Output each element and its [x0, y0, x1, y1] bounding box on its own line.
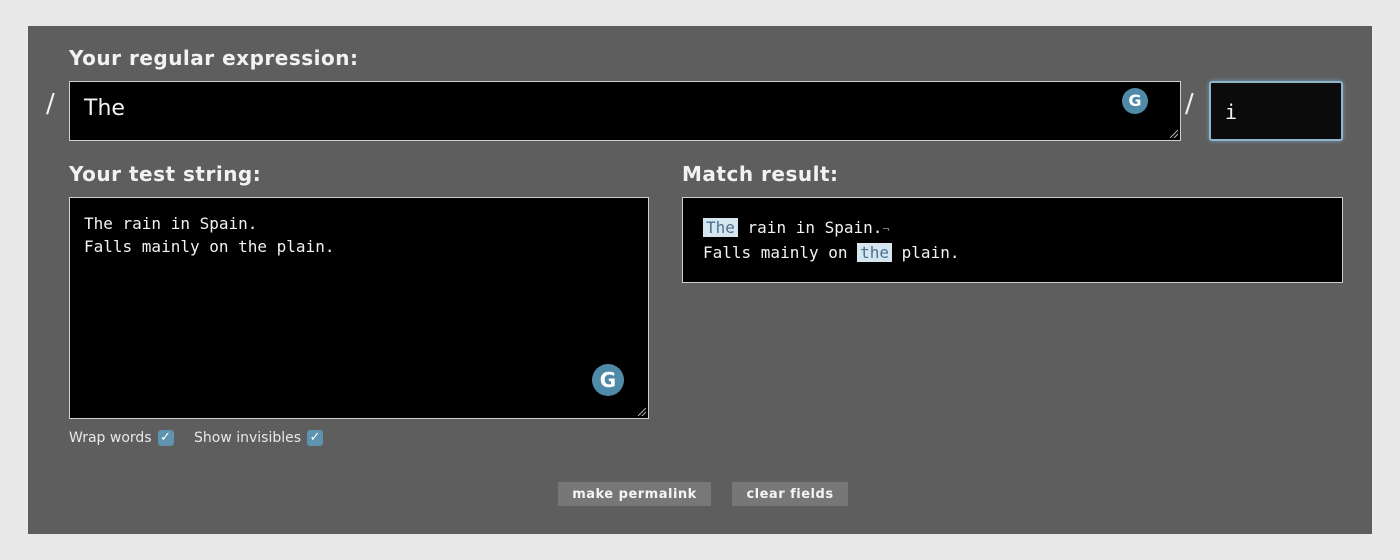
regex-input-value: The [84, 96, 125, 121]
result-text: plain. [892, 243, 960, 262]
regex-open-slash: / [46, 89, 55, 119]
result-line: The rain in Spain.¬ [703, 216, 1322, 241]
wrap-words-option[interactable]: Wrap words ✓ [69, 430, 174, 446]
make-permalink-button[interactable]: make permalink [558, 482, 711, 506]
wrap-words-checkbox[interactable]: ✓ [157, 430, 174, 446]
regex-input[interactable]: The G [69, 81, 1181, 141]
clear-fields-button[interactable]: clear fields [732, 482, 848, 506]
grammarly-icon[interactable]: G [592, 364, 624, 396]
match-result-output: The rain in Spain.¬ Falls mainly on the … [682, 197, 1343, 283]
test-string-line: Falls mainly on the plain. [84, 237, 335, 256]
resize-handle-icon[interactable] [638, 408, 646, 416]
match-highlight: the [857, 243, 893, 262]
test-string-input[interactable]: The rain in Spain. Falls mainly on the p… [69, 197, 649, 419]
regex-heading: Your regular expression: [69, 46, 359, 70]
match-highlight: The [703, 218, 738, 237]
show-invisibles-checkbox[interactable]: ✓ [307, 430, 324, 446]
flags-input-value: i [1225, 100, 1238, 124]
regex-close-slash: / [1185, 89, 1194, 119]
wrap-words-label: Wrap words [69, 430, 152, 446]
show-invisibles-label: Show invisibles [194, 430, 302, 446]
match-result-heading: Match result: [682, 162, 839, 186]
result-line: Falls mainly on the plain. [703, 241, 1322, 264]
result-text: Falls mainly on [703, 243, 858, 262]
resize-handle-icon[interactable] [1170, 130, 1178, 138]
regex-tester-panel: Your regular expression: / The G / i You… [28, 26, 1372, 534]
newline-marker: ¬ [882, 222, 890, 236]
test-string-heading: Your test string: [69, 162, 262, 186]
test-string-line: The rain in Spain. [84, 214, 258, 233]
result-text: rain in Spain. [737, 218, 883, 237]
show-invisibles-option[interactable]: Show invisibles ✓ [194, 430, 324, 446]
grammarly-icon[interactable]: G [1122, 88, 1148, 114]
flags-input[interactable]: i [1209, 81, 1343, 141]
